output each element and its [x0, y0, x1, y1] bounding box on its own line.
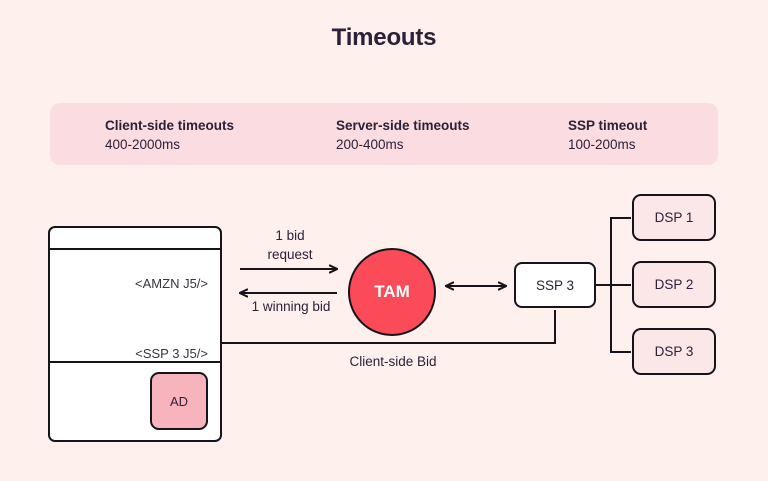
banner-column-value: 200-400ms [336, 137, 404, 152]
edge-label-bid-request: 1 bid request [238, 226, 342, 264]
browser-title-bar [50, 228, 220, 250]
node-dsp-2: DSP 2 [632, 261, 716, 308]
banner-column-title: Server-side timeouts [336, 118, 470, 133]
script-tag-ssp: <SSP 3 J5/> [135, 346, 208, 361]
ad-slot: AD [150, 372, 208, 430]
script-tag-amzn: <AMZN J5/> [135, 276, 208, 291]
edge-label-bid-request-line1: 1 bid [275, 228, 305, 243]
banner-column-ssp: SSP timeout 100-200ms [568, 116, 647, 155]
node-dsp-1: DSP 1 [632, 194, 716, 241]
edge-label-winning-bid: 1 winning bid [251, 299, 331, 314]
browser-window: <AMZN J5/> <SSP 3 J5/> AD [48, 226, 222, 442]
node-dsp-3: DSP 3 [632, 328, 716, 375]
banner-column-server-side: Server-side timeouts 200-400ms [336, 116, 470, 155]
edge-ssp-to-dsp-bracket [595, 217, 631, 353]
page-title: Timeouts [331, 24, 437, 51]
node-tam: TAM [348, 248, 436, 336]
node-ssp-3: SSP 3 [514, 262, 596, 308]
banner-column-value: 100-200ms [568, 137, 636, 152]
banner-column-title: SSP timeout [568, 118, 648, 133]
timeouts-banner: Client-side timeouts 400-2000ms Server-s… [50, 103, 718, 165]
edge-label-bid-request-line2: request [267, 247, 313, 262]
browser-content-area: <AMZN J5/> <SSP 3 J5/> [50, 250, 220, 363]
banner-column-value: 400-2000ms [105, 137, 181, 152]
browser-ad-area: AD [50, 365, 220, 440]
banner-column-title: Client-side timeouts [105, 118, 235, 133]
edge-label-client-side-bid: Client-side Bid [349, 354, 437, 369]
banner-column-client-side: Client-side timeouts 400-2000ms [105, 116, 234, 155]
